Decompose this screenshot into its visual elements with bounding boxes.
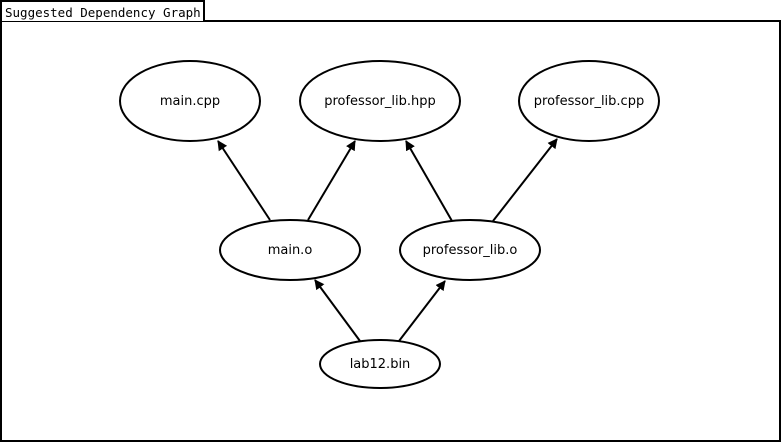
node-label: main.cpp <box>160 94 220 109</box>
graph-title-tab: Suggested Dependency Graph <box>0 0 205 21</box>
edge-professor-lib-o-to-professor-lib-cpp <box>492 138 558 222</box>
edge-professor-lib-o-to-professor-lib-hpp <box>405 140 453 222</box>
node-professor-lib-cpp: professor_lib.cpp <box>518 60 660 142</box>
node-lab12-bin: lab12.bin <box>319 339 441 389</box>
node-label: professor_lib.hpp <box>324 94 436 109</box>
graph-frame <box>0 20 781 442</box>
node-professor-lib-o: professor_lib.o <box>399 219 541 281</box>
node-main-o: main.o <box>219 219 361 281</box>
node-label: professor_lib.cpp <box>534 94 644 109</box>
node-label: main.o <box>268 243 313 258</box>
edge-main-o-to-main-cpp <box>217 140 271 221</box>
node-label: lab12.bin <box>350 357 411 372</box>
node-professor-lib-hpp: professor_lib.hpp <box>299 60 461 142</box>
edge-lab12-bin-to-main-o <box>314 279 361 342</box>
node-label: professor_lib.o <box>423 243 518 258</box>
edge-main-o-to-professor-lib-hpp <box>307 140 356 221</box>
edge-lab12-bin-to-professor-lib-o <box>398 280 446 342</box>
node-main-cpp: main.cpp <box>119 60 261 142</box>
edges <box>217 138 558 342</box>
